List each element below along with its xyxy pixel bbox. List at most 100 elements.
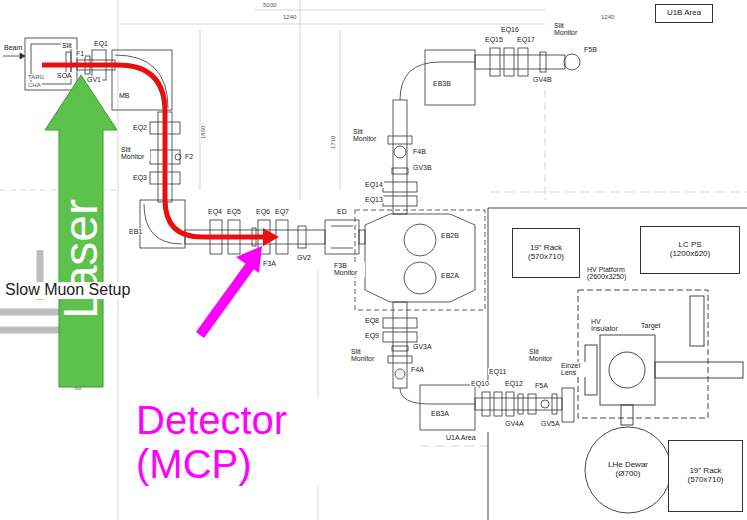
component-label: EQ6: [255, 208, 271, 215]
beamline-components: [506, 392, 514, 416]
component-label: EB3B: [432, 80, 452, 87]
experiment-area: [655, 362, 743, 378]
component-label: EQ17: [516, 36, 536, 43]
component-label: Einzel Lens: [560, 362, 588, 377]
beamline-components: [494, 392, 502, 416]
building-grid: [420, 446, 488, 447]
building-grid: [200, 30, 201, 190]
component-label: F3B Monitor: [333, 262, 365, 277]
beamline-components: [388, 356, 412, 363]
beamline-components: [298, 226, 306, 248]
beamline-components: [3, 56, 20, 57]
component-label: Slit Monitor: [350, 348, 380, 363]
rack-box: 19" Rack (570x710): [512, 228, 580, 278]
beamline-components: [388, 136, 412, 144]
dimension-text: 1860: [200, 125, 206, 140]
muon-path: [263, 228, 279, 246]
component-label: EQ9: [364, 332, 380, 339]
detector-arrow: [236, 246, 262, 273]
component-label: HV Platform (2600x3250): [586, 266, 640, 281]
component-label: GV5A: [540, 420, 561, 427]
beamline-components: [400, 62, 475, 100]
beamline-components: [504, 48, 514, 76]
experiment-area: [600, 335, 655, 405]
component-label: F1: [75, 50, 85, 57]
dimension-text: TARG: [27, 74, 45, 80]
component-label: Slit Monitor: [553, 22, 583, 37]
building-grid: [490, 192, 747, 193]
component-label: F4B: [412, 148, 427, 155]
beamline-components: [175, 154, 181, 160]
component-label: Slit Monitor: [528, 348, 558, 363]
component-label: EQ5: [226, 208, 242, 215]
box-text: LC PS (1200x620): [665, 241, 715, 259]
experiment-area: [621, 405, 633, 425]
arrow-shape: [45, 75, 117, 387]
component-label: Beam: [3, 44, 23, 51]
dimension-text: 1710: [330, 135, 336, 150]
building-grid: [118, 0, 119, 520]
dimension-text: 1240: [282, 14, 297, 20]
building-grid: [300, 0, 301, 200]
beamline-components: [518, 394, 523, 414]
beamline-components: [528, 394, 536, 414]
component-label: F2: [184, 153, 194, 160]
beamline-components: [383, 318, 417, 328]
component-label: EB3A: [430, 410, 450, 417]
beamline-components: [392, 168, 408, 174]
building-grid: [120, 24, 545, 25]
component-label: Slit: [61, 42, 73, 49]
setup-label: Slow Muon Setup: [4, 282, 131, 299]
beamline-components: [20, 53, 25, 59]
component-label: EB1: [128, 228, 143, 235]
experiment-area: [488, 432, 489, 520]
dimension-text: 5000: [262, 2, 277, 8]
beamline-components: [518, 48, 528, 76]
beamline-components: [393, 302, 407, 388]
beamline-components: [144, 204, 182, 244]
beamline-components: [140, 200, 185, 248]
component-label: GV3B: [412, 164, 433, 171]
experiment-area: [488, 208, 747, 209]
beamline-components: [359, 230, 365, 244]
beamline-components: [3, 38, 580, 430]
component-label: EQ13: [364, 196, 384, 203]
rack-box: 19" Rack (570x710): [668, 440, 743, 512]
arrow-text: Laser: [57, 198, 105, 318]
beamline-components: [383, 196, 417, 206]
experiment-area: [488, 208, 747, 520]
component-label: GV4B: [532, 76, 553, 83]
box-text: 19" Rack (570x710): [517, 244, 575, 262]
component-label: EB2B: [440, 232, 460, 239]
beamline-components: [383, 332, 417, 342]
beamline-components: [420, 385, 475, 430]
component-label: EQ2: [132, 124, 148, 131]
component-label: GV3A: [412, 343, 433, 350]
component-label: F5A: [534, 382, 549, 389]
laser-arrow: Laser: [45, 75, 117, 387]
beamline-components: [404, 262, 436, 294]
component-label: EQ8: [364, 317, 380, 324]
component-label: GV4A: [504, 420, 525, 427]
component-label: F4A: [410, 366, 425, 373]
building-grid: [545, 90, 546, 200]
experiment-area: [578, 290, 708, 418]
component-label: Slit Monitor: [352, 128, 382, 143]
power-supply-box: LC PS (1200x620): [640, 226, 740, 274]
component-label: EQ10: [470, 380, 490, 387]
experiment-area: [488, 208, 489, 385]
beamline-components: [393, 100, 407, 214]
component-label: EQ1: [93, 40, 109, 47]
component-label: EQ12: [504, 380, 524, 387]
detector-label: Detector (MCP): [135, 398, 337, 486]
detector-arrow: [200, 266, 250, 335]
beamline-components: [404, 224, 436, 256]
beamline-components: [392, 346, 408, 351]
beamline-components: [400, 388, 475, 404]
component-label: EQ3: [132, 174, 148, 181]
component-label: F5B: [583, 46, 598, 53]
detector-arrow: [200, 246, 262, 335]
component-label: EQ16: [500, 26, 520, 33]
component-label: EB2A: [440, 272, 460, 279]
